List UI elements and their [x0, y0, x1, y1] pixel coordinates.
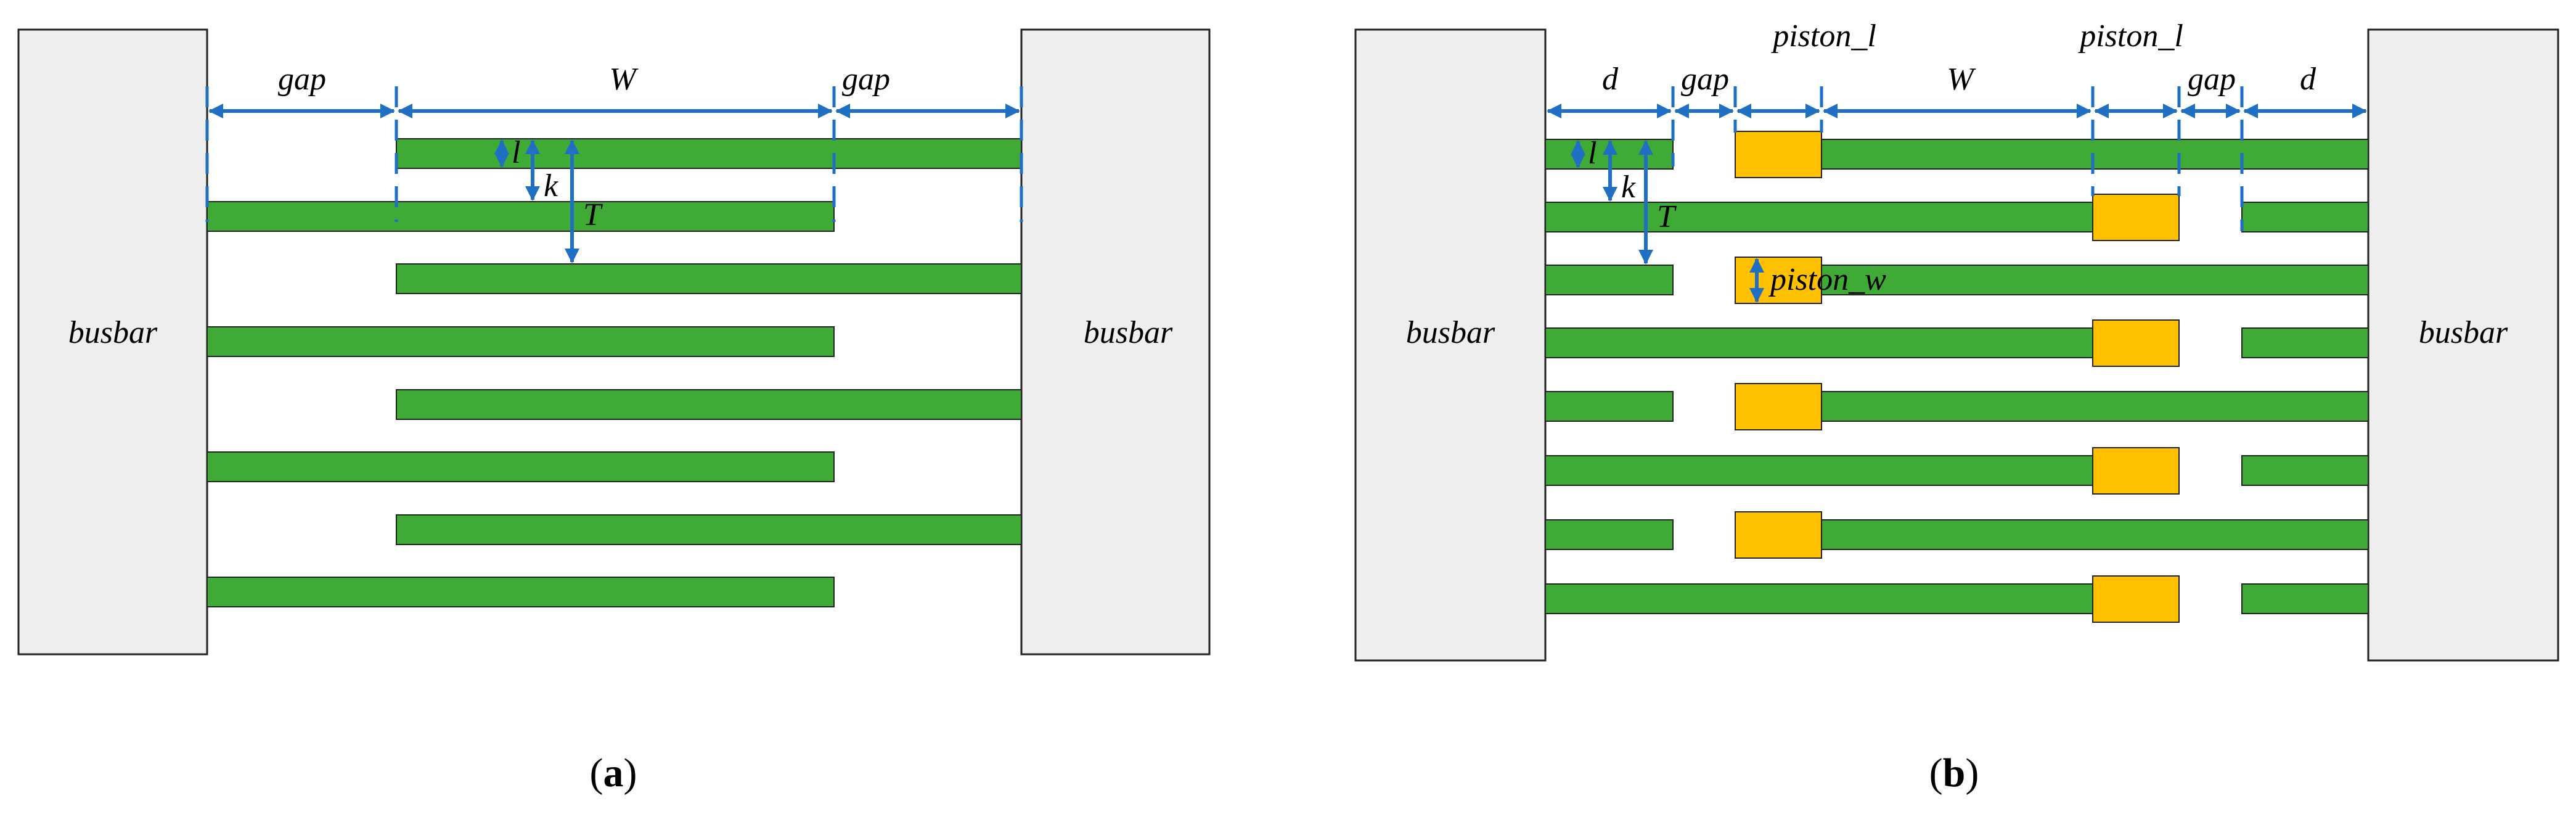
- l-label: l: [512, 135, 520, 170]
- busbar-right: [2367, 28, 2559, 662]
- k-label: k: [544, 168, 558, 204]
- finger: [396, 263, 1022, 294]
- finger: [1545, 455, 2093, 486]
- busbar-left-label: busbar: [1406, 315, 1495, 350]
- fingers: [206, 138, 1022, 607]
- guide-lines: [205, 86, 1023, 222]
- caption-open: (: [590, 750, 603, 796]
- piston: [2092, 194, 2180, 241]
- finger: [206, 201, 835, 232]
- finger: [206, 326, 835, 357]
- gap-left-label: gap: [1681, 62, 1729, 97]
- piston-l-right-label: piston_l: [2077, 18, 2183, 54]
- finger: [2241, 327, 2369, 358]
- gap-left-label: gap: [278, 62, 326, 97]
- piston: [1735, 131, 1822, 178]
- finger: [2241, 583, 2369, 614]
- caption-letter: a: [603, 750, 624, 796]
- caption-close: ): [624, 750, 637, 796]
- busbar-left-label: busbar: [68, 315, 158, 350]
- piston: [2092, 447, 2180, 495]
- gap-right-label: gap: [842, 62, 890, 97]
- finger: [1545, 202, 2093, 232]
- fingers: [1545, 139, 2369, 614]
- busbar-left: [17, 28, 208, 656]
- caption-letter: b: [1943, 750, 1966, 796]
- busbar-right-label: busbar: [1084, 315, 1173, 350]
- finger: [396, 138, 1022, 169]
- finger: [1821, 519, 2369, 550]
- panel-b: busbar busbar d gap piston_l W piston_l …: [1354, 18, 2559, 796]
- finger: [396, 514, 1022, 545]
- finger: [206, 577, 835, 607]
- d-left-label: d: [1602, 62, 1619, 97]
- piston-w-label: piston_w: [1768, 262, 1886, 297]
- finger: [1821, 391, 2369, 422]
- dimension-arrows: [208, 104, 1020, 263]
- finger: [1545, 265, 1674, 295]
- caption-close: ): [1965, 750, 1979, 796]
- finger: [1545, 327, 2093, 358]
- finger: [2241, 455, 2369, 486]
- d-right-label: d: [2300, 62, 2316, 97]
- finger: [1545, 519, 1674, 550]
- t-label: T: [1657, 199, 1677, 234]
- finger: [2241, 202, 2369, 232]
- finger: [1545, 583, 2093, 614]
- busbar-right-label: busbar: [2419, 315, 2508, 350]
- finger: [1545, 391, 1674, 422]
- piston-l-left-label: piston_l: [1770, 18, 1876, 54]
- t-label: T: [583, 197, 603, 232]
- w-label: W: [609, 62, 639, 97]
- dimension-arrows: [1547, 104, 2367, 303]
- piston: [1735, 383, 1822, 430]
- w-label: W: [1947, 62, 1976, 97]
- finger: [1821, 265, 2369, 295]
- busbar-left: [1354, 28, 1547, 662]
- k-label: k: [1621, 170, 1636, 205]
- finger: [396, 389, 1022, 420]
- finger: [206, 451, 835, 482]
- guide-lines: [1671, 86, 2244, 231]
- gap-right-label: gap: [2188, 62, 2236, 97]
- finger: [1821, 139, 2369, 170]
- busbar-right: [1020, 28, 1211, 656]
- piston: [1735, 511, 1822, 559]
- piston: [2092, 575, 2180, 623]
- piston: [2092, 319, 2180, 367]
- panel-a: busbar busbar gap W gap l k T (a): [17, 28, 1211, 796]
- caption-open: (: [1929, 750, 1943, 796]
- caption-a: (a): [590, 750, 637, 796]
- caption-b: (b): [1929, 750, 1979, 796]
- l-label: l: [1588, 136, 1597, 171]
